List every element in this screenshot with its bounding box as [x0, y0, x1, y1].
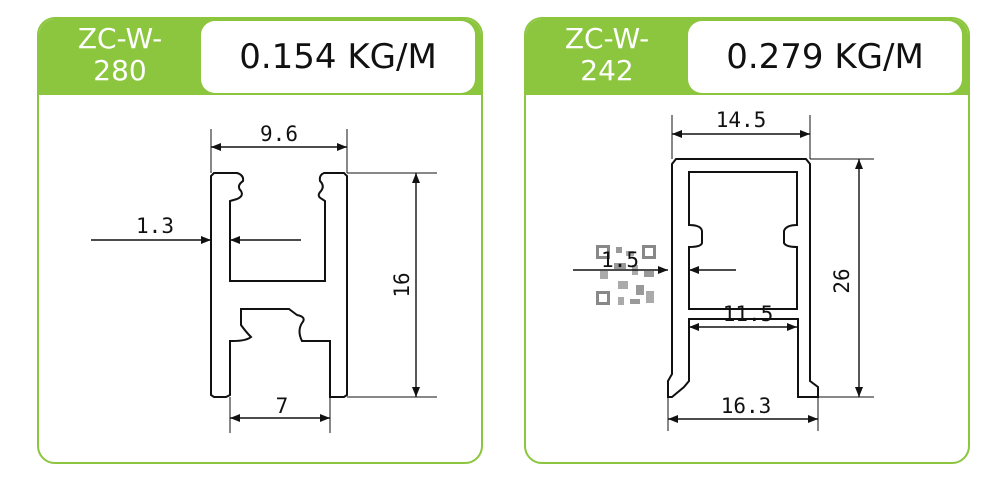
dim-height: 16 [390, 272, 414, 297]
profile-inner-channel [688, 171, 798, 310]
dim-wall-thickness: 1.5 [601, 248, 639, 272]
profile-drawing: 14.5 1.5 [573, 108, 874, 431]
product-card-zc-w-280: ZC-W- 280 0.154 KG/M 9.6 1.3 16 7 [37, 17, 483, 464]
dim-top-width: 9.6 [260, 122, 298, 146]
dim-wall-thickness: 1.3 [136, 214, 174, 238]
product-code-line2: 242 [580, 54, 634, 87]
profile-outline [210, 172, 348, 398]
dim-top-width: 14.5 [716, 108, 767, 132]
dim-height: 26 [830, 268, 854, 293]
card-header: ZC-W- 242 0.279 KG/M [526, 19, 968, 95]
product-code-line1: ZC-W- [77, 22, 163, 55]
product-code-line1: ZC-W- [564, 22, 650, 55]
dim-inner-width: 11.5 [723, 302, 774, 326]
product-code: ZC-W- 242 [526, 19, 688, 95]
product-card-zc-w-242: ZC-W- 242 0.279 KG/M 14.5 [524, 17, 970, 464]
profile-drawing: 9.6 1.3 16 7 [91, 122, 437, 433]
weight-label: 0.279 KG/M [688, 21, 962, 93]
weight-label: 0.154 KG/M [201, 21, 475, 93]
dim-bottom-width: 7 [276, 394, 289, 418]
product-code-line2: 280 [93, 54, 147, 87]
card-header: ZC-W- 280 0.154 KG/M [39, 19, 481, 95]
dim-bottom-width: 16.3 [721, 394, 772, 418]
product-code: ZC-W- 280 [39, 19, 201, 95]
